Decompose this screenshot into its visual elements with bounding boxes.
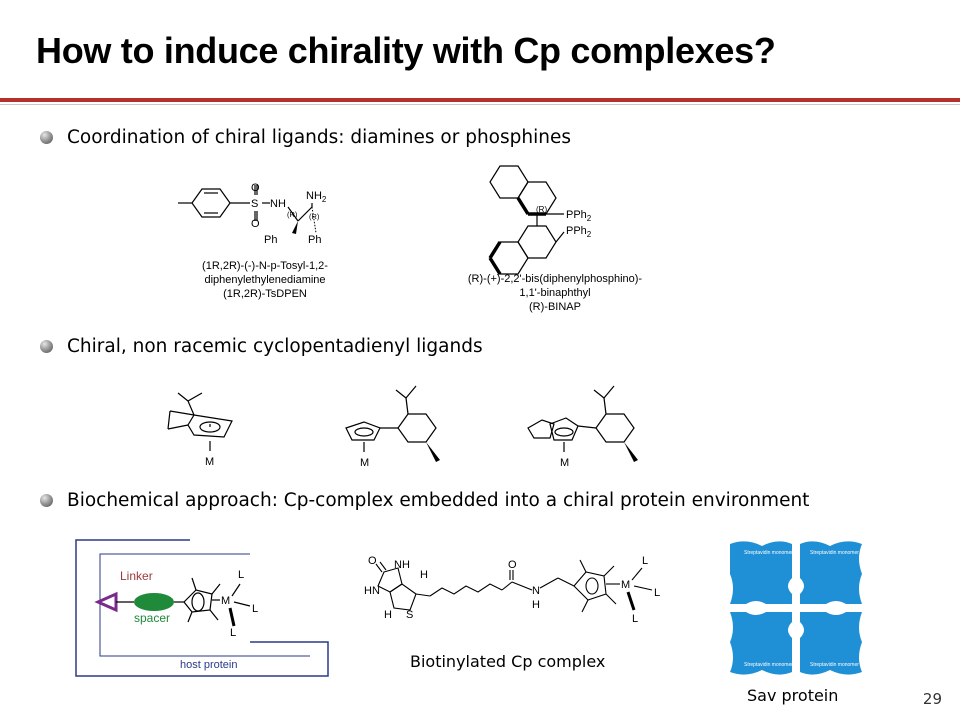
stereocenter-label: (R) (287, 210, 298, 219)
metal-label: M (560, 457, 569, 469)
chiral-cp-ligand-2: M (345, 385, 440, 469)
compound-name-line: (R)-BINAP (529, 301, 581, 313)
pph2-label: PPh2 (566, 225, 592, 239)
phenyl-label: Ph (308, 234, 321, 246)
bullet-dot-icon (40, 340, 53, 353)
sulfur-label: S (251, 198, 258, 210)
nh-label: NH (270, 198, 286, 210)
amide-hydrogen-label: H (532, 599, 540, 611)
metal-label: M (360, 457, 369, 469)
oxygen-label: O (508, 559, 517, 571)
sav-protein-illustration: Streptavidin monomer Streptavidin monome… (730, 541, 862, 675)
metal-label: M (221, 595, 230, 607)
bullet-dot-icon (40, 494, 53, 507)
ligand-label: L (632, 613, 638, 625)
ligand-label: L (230, 627, 236, 639)
compound-name-line: 1,1'-binaphthyl (519, 287, 590, 299)
host-protein-schematic: Linker spacer M L L L host protein (75, 539, 329, 677)
ligand-label: L (642, 555, 648, 567)
sav-protein-caption: Sav protein (747, 686, 839, 705)
sulfonyl-oxygen-label: O (251, 182, 260, 194)
ligand-label: L (252, 603, 258, 615)
amide-nitrogen-label: N (532, 585, 540, 597)
page-number: 29 (922, 690, 942, 708)
sulfonyl-oxygen-label: O (251, 218, 260, 230)
hydrogen-label: H (384, 609, 392, 621)
compound-name-line: (R)-(+)-2,2'-bis(diphenylphosphino)- (468, 273, 643, 285)
hn-label: HN (364, 585, 380, 597)
nh-label: NH (394, 559, 410, 571)
slide-title: How to induce chirality with Cp complexe… (36, 30, 776, 71)
metal-label: M (621, 579, 630, 591)
host-protein-label: host protein (180, 659, 237, 671)
nh2-label: NH2 (306, 190, 327, 204)
bullet-item: Coordination of chiral ligands: diamines… (40, 127, 571, 148)
biotinylated-cp-structure: O NH HN H H S O N H M L L L (364, 555, 660, 625)
phenyl-label: Ph (264, 234, 277, 246)
chiral-cp-ligand-3: M (527, 385, 638, 469)
bullet-dot-icon (40, 131, 53, 144)
spacer-label: spacer (134, 611, 170, 625)
compound-name-line: (1R,2R)-(-)-N-p-Tosyl-1,2- (202, 260, 328, 272)
title-rule (0, 98, 960, 102)
biotinylated-cp-caption: Biotinylated Cp complex (410, 652, 606, 671)
compound-name-line: (1R,2R)-TsDPEN (223, 288, 307, 300)
stereo-label: (R) (536, 205, 547, 214)
bullet-item: Chiral, non racemic cyclopentadienyl lig… (40, 336, 483, 357)
streptavidin-monomer-label: Streptavidin monomer (744, 550, 793, 556)
tsdpen-structure: O S O NH NH2 (R) (R) Ph Ph (1R,2R)-(-)-N… (178, 182, 328, 300)
streptavidin-monomer-label: Streptavidin monomer (810, 662, 859, 668)
linker-label: Linker (120, 569, 153, 583)
ligand-label: L (654, 587, 660, 599)
hydrogen-label: H (420, 569, 428, 581)
streptavidin-monomer-label: Streptavidin monomer (744, 662, 793, 668)
oxygen-label: O (368, 555, 377, 567)
pph2-label: PPh2 (566, 209, 592, 223)
metal-label: M (205, 456, 214, 468)
compound-name-line: diphenylethylenediamine (204, 274, 325, 286)
binap-structure: (R) PPh2 PPh2 (R)-(+)-2,2'-bis(diphenylp… (468, 165, 643, 313)
bullet-item: Biochemical approach: Cp-complex embedde… (40, 490, 809, 511)
bullet-text: Chiral, non racemic cyclopentadienyl lig… (67, 336, 483, 357)
sulfur-label: S (406, 609, 413, 621)
chiral-cp-ligand-1: M (167, 392, 233, 468)
bullet-text: Coordination of chiral ligands: diamines… (67, 127, 571, 148)
streptavidin-monomer-label: Streptavidin monomer (810, 550, 859, 556)
ligand-label: L (238, 569, 244, 581)
title-rule-shadow (0, 104, 960, 105)
bullet-text: Biochemical approach: Cp-complex embedde… (67, 490, 810, 511)
stereocenter-label: (R) (309, 212, 320, 221)
